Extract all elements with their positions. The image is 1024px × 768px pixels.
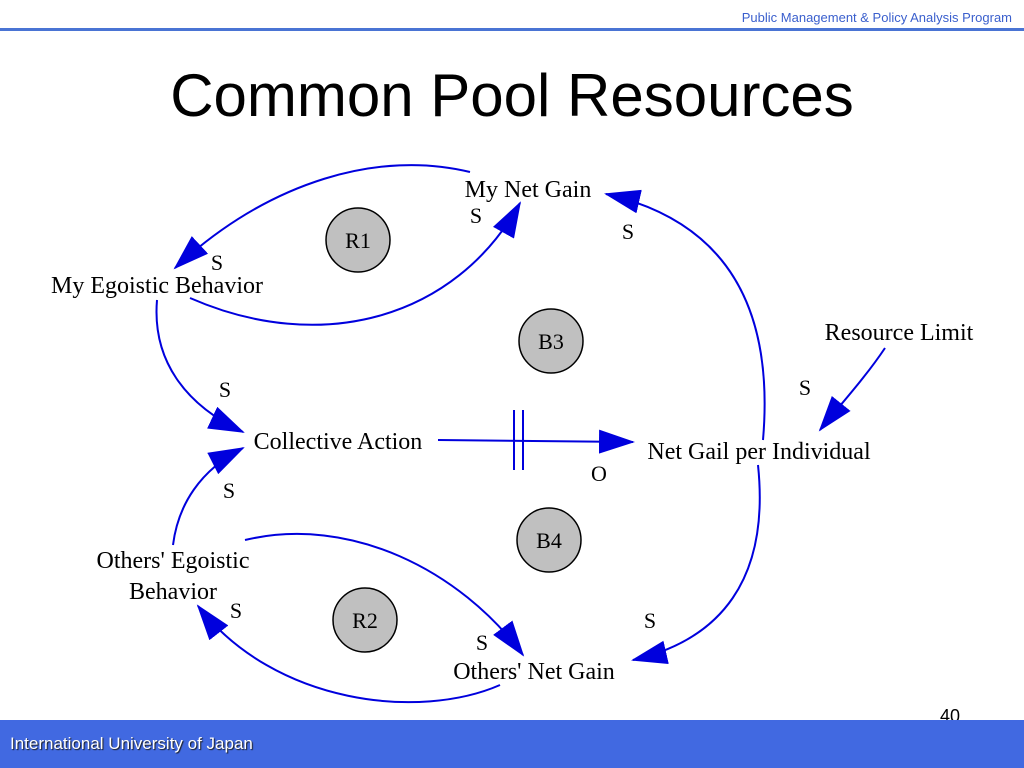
link-others-net-gain-to-others-egoistic-behavior <box>196 604 501 704</box>
polarity-collective-to-net-gail: O <box>591 461 607 486</box>
slide-title: Common Pool Resources <box>170 62 854 129</box>
link-others-egoistic-behavior-to-others-net-gain <box>244 532 525 657</box>
polarity-others-net-gain-to-others-egoistic: S <box>230 598 242 623</box>
polarity-others-egoistic-to-others-net-gain: S <box>476 630 488 655</box>
polarity-labels: S S S S S O S S S S <box>211 203 811 655</box>
institution-name: International University of Japan <box>10 734 253 753</box>
link-net-gail-to-my-net-gain <box>604 189 766 441</box>
node-collective-action: Collective Action <box>254 429 423 455</box>
loop-markers: R1 B3 B4 R2 <box>325 207 584 653</box>
polarity-others-egoistic-to-collective: S <box>223 478 235 503</box>
link-others-egoistic-behavior-to-collective-action <box>172 447 245 546</box>
loop-label-b3: B3 <box>538 329 564 354</box>
node-my-egoistic-behavior: My Egoistic Behavior <box>51 273 263 299</box>
program-header: Public Management & Policy Analysis Prog… <box>741 10 1012 25</box>
loop-marker-b4 <box>516 507 582 573</box>
causal-links <box>155 164 886 704</box>
footer-bar <box>0 720 1024 768</box>
node-others-egoistic-behavior-line2: Behavior <box>129 579 217 605</box>
polarity-my-egoistic-to-my-net-gain: S <box>470 203 482 228</box>
loop-marker-b3 <box>518 308 584 374</box>
node-others-egoistic-behavior-line1: Others' Egoistic <box>97 548 250 574</box>
polarity-net-gail-to-others-net-gain: S <box>644 608 656 633</box>
link-my-net-gain-to-my-egoistic-behavior <box>173 164 471 270</box>
node-my-net-gain: My Net Gain <box>465 177 592 203</box>
loop-label-r2: R2 <box>352 608 378 633</box>
polarity-net-gail-to-my-net-gain: S <box>622 219 634 244</box>
polarity-my-net-gain-to-my-egoistic: S <box>211 250 223 275</box>
polarity-resource-limit-to-net-gail: S <box>799 375 811 400</box>
link-my-egoistic-behavior-to-my-net-gain <box>189 201 521 326</box>
link-net-gail-to-others-net-gain <box>631 464 761 665</box>
node-others-net-gain: Others' Net Gain <box>453 659 615 685</box>
link-collective-action-to-net-gail <box>437 429 635 454</box>
polarity-my-egoistic-to-collective: S <box>219 377 231 402</box>
node-net-gail-per-individual: Net Gail per Individual <box>647 439 871 465</box>
loop-marker-r1 <box>325 207 391 273</box>
link-resource-limit-to-net-gail <box>818 347 886 432</box>
node-labels: My Net Gain My Egoistic Behavior Resourc… <box>51 177 974 685</box>
header-divider <box>0 28 1024 31</box>
loop-label-r1: R1 <box>345 228 371 253</box>
link-my-egoistic-behavior-to-collective-action <box>155 299 245 433</box>
node-resource-limit: Resource Limit <box>825 320 974 346</box>
loop-marker-r2 <box>332 587 398 653</box>
loop-label-b4: B4 <box>536 528 562 553</box>
